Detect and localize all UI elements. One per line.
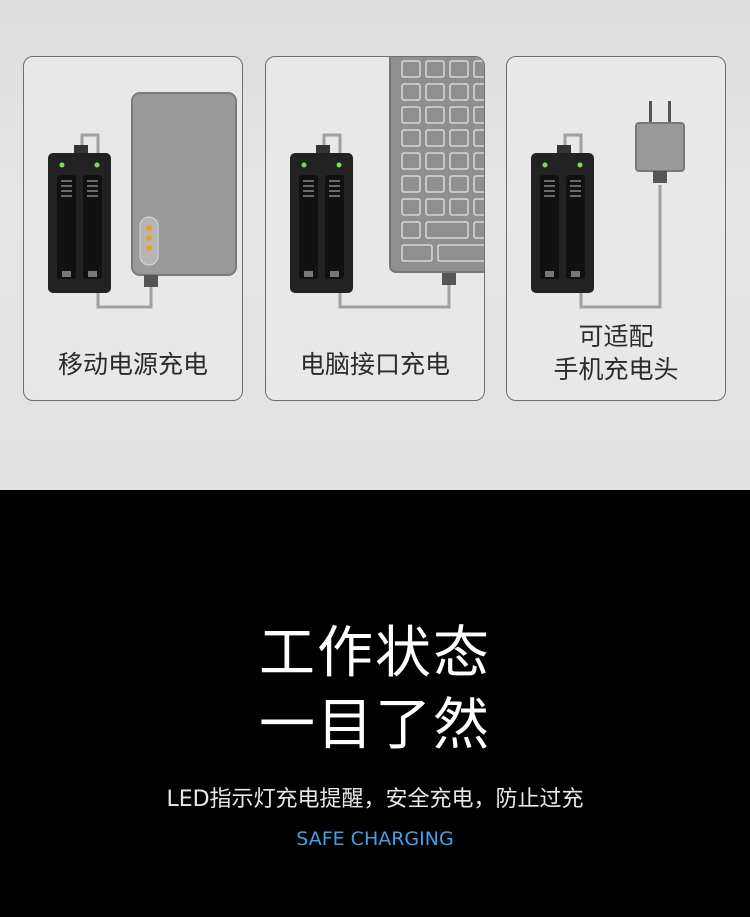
card-label-power-bank: 移动电源充电 [57, 350, 208, 379]
phone-adapter-charging-illustration [531, 101, 685, 309]
card-power-bank: 移动电源充电 [23, 56, 243, 401]
battery-charger-icon [290, 145, 353, 293]
battery-charger-icon [531, 145, 594, 293]
card-label-computer-port: 电脑接口充电 [299, 350, 450, 379]
status-section: 工作状态 一目了然 LED指示灯充电提醒，安全充电，防止过充 SAFE CHAR… [0, 490, 750, 917]
computer-port-charging-illustration [290, 57, 484, 309]
wall-adapter-icon [635, 101, 685, 183]
card-computer-port: 电脑接口充电 [265, 56, 485, 401]
headline-line1: 工作状态 [259, 621, 491, 686]
headline-line2: 一目了然 [259, 693, 491, 758]
battery-charger-icon [48, 145, 111, 293]
card-label-phone-adapter-line1: 可适配 [578, 322, 654, 351]
card-label-phone-adapter-line2: 手机充电头 [553, 355, 679, 384]
card-phone-adapter: 可适配 手机充电头 [506, 56, 726, 401]
feature-description: LED指示灯充电提醒，安全充电，防止过充 [166, 787, 584, 812]
safe-charging-tagline: SAFE CHARGING [296, 828, 454, 850]
keyboard-icon [389, 57, 484, 285]
usage-section: 移动电源充电 [0, 0, 750, 490]
power-bank-charging-illustration [48, 92, 237, 309]
